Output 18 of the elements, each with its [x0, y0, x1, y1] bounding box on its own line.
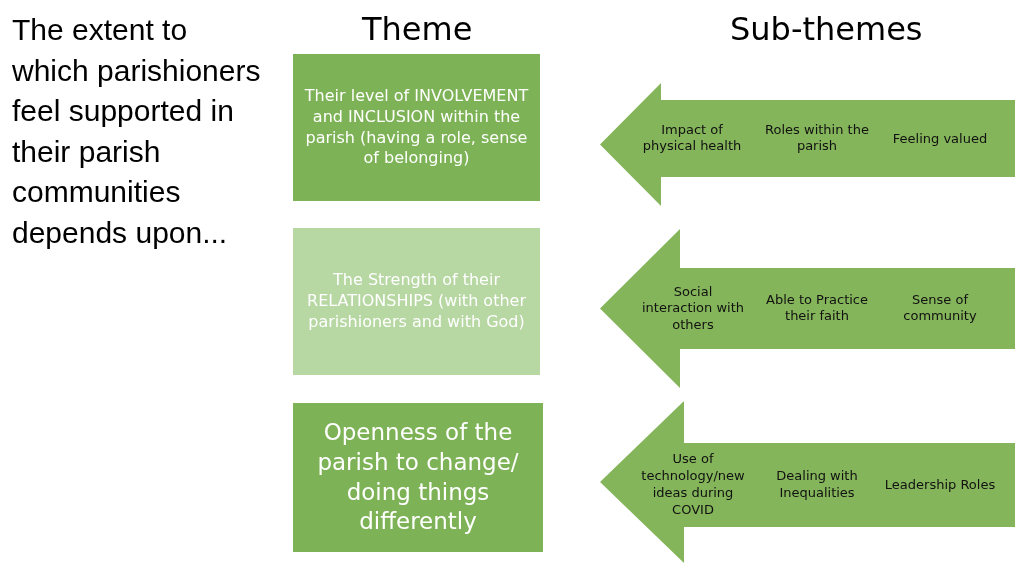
sub-theme-text: Roles within the parish	[764, 121, 870, 156]
sub-theme-text: Sense of community	[902, 291, 978, 326]
sub-theme-text: Feeling valued	[891, 130, 989, 147]
intro-text: The extent to which parishioners feel supported in their parish communities depends upon...	[12, 12, 262, 251]
sub-theme-text: Dealing with Inequalities	[775, 468, 859, 502]
sub-theme-text: Use of technology/new ideas during COVID	[640, 451, 746, 519]
column-heading: Theme	[362, 10, 474, 49]
sub-theme-text: Leadership Roles	[883, 476, 997, 494]
theme-box	[293, 403, 543, 552]
theme-box	[293, 228, 540, 375]
sub-theme-text: Social interaction with others	[641, 283, 745, 334]
column-heading: Sub-themes	[730, 10, 924, 49]
theme-box	[293, 54, 540, 201]
sub-theme-text: Impact of physical health	[641, 121, 743, 156]
theme-text: Openness of the parish to change/ doing things differently	[316, 417, 520, 537]
theme-text: The Strength of their RELATIONSHIPS (with other parishioners and with God)	[306, 270, 527, 333]
theme-text: Their level of INVOLVEMENT and INCLUSION within the parish (having a role, sense of belonging)	[303, 85, 530, 170]
sub-theme-text: Able to Practice their faith	[765, 291, 869, 326]
